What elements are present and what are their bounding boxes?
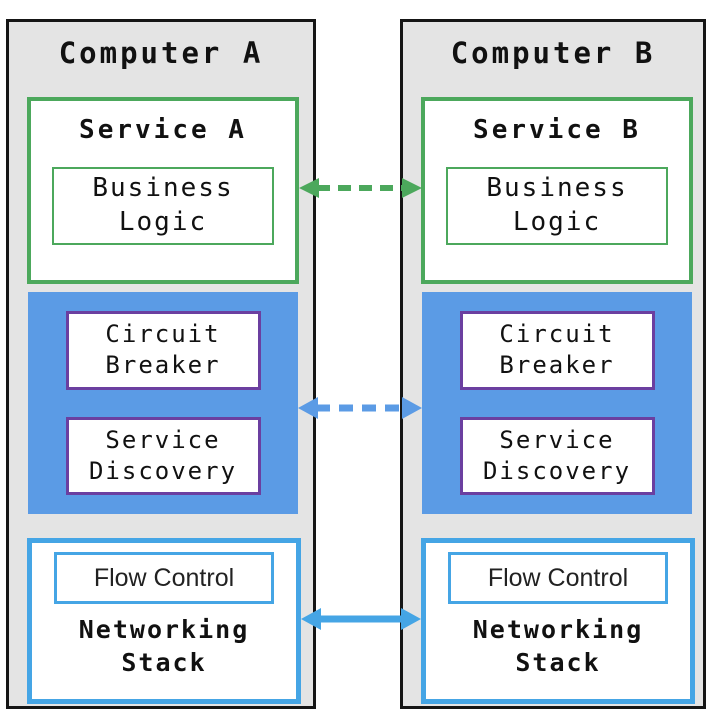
middleware-b-box: Circuit Breaker Service Discovery: [422, 292, 692, 514]
computer-a-title: Computer A: [58, 36, 264, 70]
service-discovery-b-box: Service Discovery: [459, 416, 655, 495]
business-logic-a-box: Business Logic: [52, 167, 274, 245]
computer-b-title: Computer B: [450, 36, 656, 70]
flow-control-b-box: Flow Control: [448, 552, 668, 604]
service-b-title: Service B: [473, 115, 641, 145]
service-b-box: Service B Business Logic: [421, 97, 693, 284]
computer-b-panel: Computer B Service B Business Logic Circ…: [400, 19, 706, 709]
circuit-breaker-a-box: Circuit Breaker: [65, 311, 261, 390]
middleware-a-box: Circuit Breaker Service Discovery: [28, 292, 298, 514]
flow-control-a-box: Flow Control: [54, 552, 274, 604]
service-discovery-a-box: Service Discovery: [65, 416, 261, 495]
networking-stack-a-box: Flow Control Networking Stack: [27, 538, 301, 704]
networking-stack-b-box: Flow Control Networking Stack: [421, 538, 695, 704]
service-a-box: Service A Business Logic: [27, 97, 299, 284]
service-a-title: Service A: [79, 115, 247, 145]
circuit-breaker-b-box: Circuit Breaker: [459, 311, 655, 390]
networking-stack-b-title: Networking Stack: [472, 615, 644, 677]
computer-a-panel: Computer A Service A Business Logic Circ…: [6, 19, 316, 709]
business-logic-b-box: Business Logic: [446, 167, 668, 245]
networking-stack-a-title: Networking Stack: [78, 615, 250, 677]
